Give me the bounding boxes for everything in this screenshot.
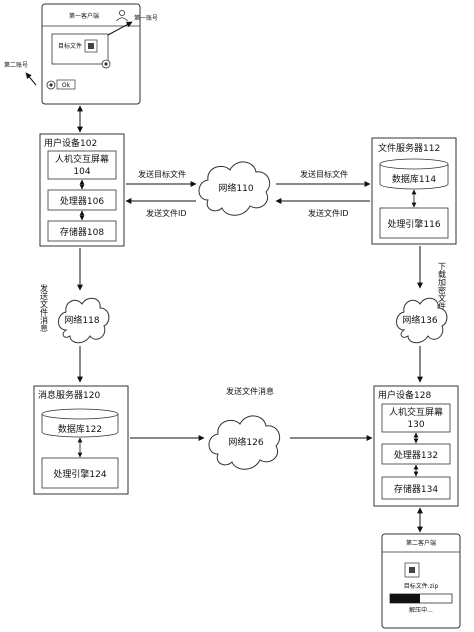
hci-104-number: 104: [73, 167, 90, 177]
engine-116-label: 处理引擎116: [387, 218, 440, 230]
storage-134: [381, 476, 451, 500]
send-id-left-label: 发送文件ID: [146, 208, 187, 218]
cloud-network-136: 网络136: [396, 297, 448, 344]
second-account-avatar[interactable]: [46, 80, 56, 90]
device-128-title: 用户设备128: [378, 389, 431, 401]
storage-108-label: 存储器108: [60, 226, 104, 238]
hci-130-number: 130: [407, 420, 424, 430]
database-122-label: 数据库122: [58, 423, 102, 435]
message-server-120: 消息服务器120 数据库122 处理引擎124: [33, 385, 129, 495]
database-114: 数据库114: [379, 158, 449, 190]
device-102-title: 用户设备102: [44, 137, 97, 149]
decompress-status: 解压中...: [409, 606, 433, 614]
file-server-112: 文件服务器112 数据库114 处理引擎116: [371, 137, 457, 245]
second-client-phone: 第二客户端 目标文件.zip 解压中...: [381, 533, 461, 629]
file-card[interactable]: [51, 33, 109, 65]
hci-130-label: 人机交互屏幕: [389, 406, 443, 418]
hci-screen-104: [47, 150, 117, 180]
file-icon: [404, 562, 420, 578]
network-118-label: 网络118: [64, 314, 99, 326]
database-114-label: 数据库114: [392, 173, 436, 185]
send-target-left-label: 发送目标文件: [138, 169, 186, 179]
first-account-callout: 第一账号: [134, 14, 158, 22]
file-icon: [84, 39, 98, 53]
processor-106: [47, 189, 117, 211]
decompress-progress-bar: [389, 593, 453, 604]
first-client-phone: 第一客户端 目标文件 Ok: [41, 3, 141, 105]
storage-134-label: 存储器134: [394, 483, 438, 495]
first-account-callout-arrow: [107, 21, 133, 36]
storage-108: [47, 220, 117, 242]
second-client-title: 第二客户端: [406, 539, 436, 547]
first-client-title: 第一客户端: [69, 12, 99, 20]
ok-button-label: Ok: [62, 82, 71, 89]
download-v-label: 下载加密文件: [438, 262, 447, 311]
user-device-128: 用户设备128 人机交互屏幕 130 处理器132 存储器134: [373, 385, 459, 507]
file-server-112-title: 文件服务器112: [378, 142, 440, 154]
hci-104-label: 人机交互屏幕: [55, 153, 109, 165]
engine-124: [41, 457, 119, 489]
user-device-102: 用户设备102 人机交互屏幕 104 处理器106 存储器108: [39, 133, 125, 247]
send-target-right-label: 发送目标文件: [300, 169, 348, 179]
engine-124-label: 处理引擎124: [53, 468, 106, 480]
target-zip-label: 目标文件.zip: [404, 582, 439, 590]
network-126-label: 网络126: [228, 436, 263, 448]
processor-132-label: 处理器132: [394, 449, 438, 461]
cloud-network-110: 网络110: [198, 161, 271, 216]
cloud-network-126: 网络126: [208, 415, 281, 470]
target-file-label: 目标文件: [58, 42, 82, 50]
send-id-right-label: 发送文件ID: [308, 208, 349, 218]
hci-screen-130: [381, 403, 451, 433]
processor-132: [381, 443, 451, 465]
second-account-callout-arrow: [25, 72, 37, 86]
network-136-label: 网络136: [402, 314, 437, 326]
processor-106-label: 处理器106: [60, 195, 104, 207]
msg-server-120-title: 消息服务器120: [38, 389, 100, 401]
first-account-avatar[interactable]: [101, 59, 111, 69]
second-account-callout: 第二账号: [4, 61, 28, 69]
database-122: 数据库122: [41, 408, 119, 438]
engine-116: [379, 207, 449, 239]
send-msg-v-label-1: 发送文件消息: [40, 283, 49, 332]
cloud-network-118: 网络118: [58, 297, 110, 344]
send-msg-h-label: 发送文件消息: [226, 386, 274, 396]
network-110-label: 网络110: [218, 182, 253, 194]
ok-button[interactable]: [56, 79, 76, 90]
user-icon: [116, 9, 128, 22]
